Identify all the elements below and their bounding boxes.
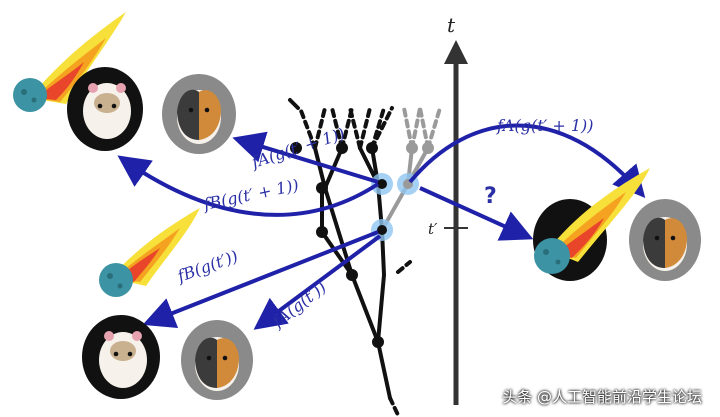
tree-nodes	[290, 142, 434, 348]
arrow-fa-next-upper	[408, 123, 646, 199]
label-fa-next-upper: fA(g(t′ + 1))	[496, 116, 594, 135]
watermark: 头条 @人工智能前沿学生论坛	[502, 388, 702, 406]
label-fa-now: fA(g(t′))	[268, 278, 330, 332]
arrow-question	[419, 186, 534, 241]
label-fb-next: fB(g(t′ + 1))	[201, 175, 301, 214]
time-axis-arrowhead	[444, 40, 468, 64]
guinea-pig-grey-top	[162, 74, 236, 154]
meteor-top-left	[13, 12, 126, 112]
guinea-pig-grey-right	[629, 199, 701, 281]
arrow-fb-now	[142, 230, 379, 329]
hamster-black-bottom	[82, 315, 160, 399]
arrow-fb-next	[117, 155, 380, 217]
t-prime-tick-label: t′	[428, 220, 438, 238]
arrow-fa-now	[253, 234, 382, 330]
arrow-fa-next-left	[232, 131, 379, 184]
hamster-black-top	[67, 67, 143, 151]
meteor-middle-left	[99, 208, 200, 297]
guinea-pig-grey-bottom	[181, 320, 253, 400]
blue-arrows	[117, 123, 646, 330]
meteor-right	[533, 168, 650, 281]
label-fb-now: fB(g(t′))	[174, 246, 241, 286]
time-axis-label: t	[447, 13, 456, 37]
question-mark: ?	[484, 184, 497, 209]
